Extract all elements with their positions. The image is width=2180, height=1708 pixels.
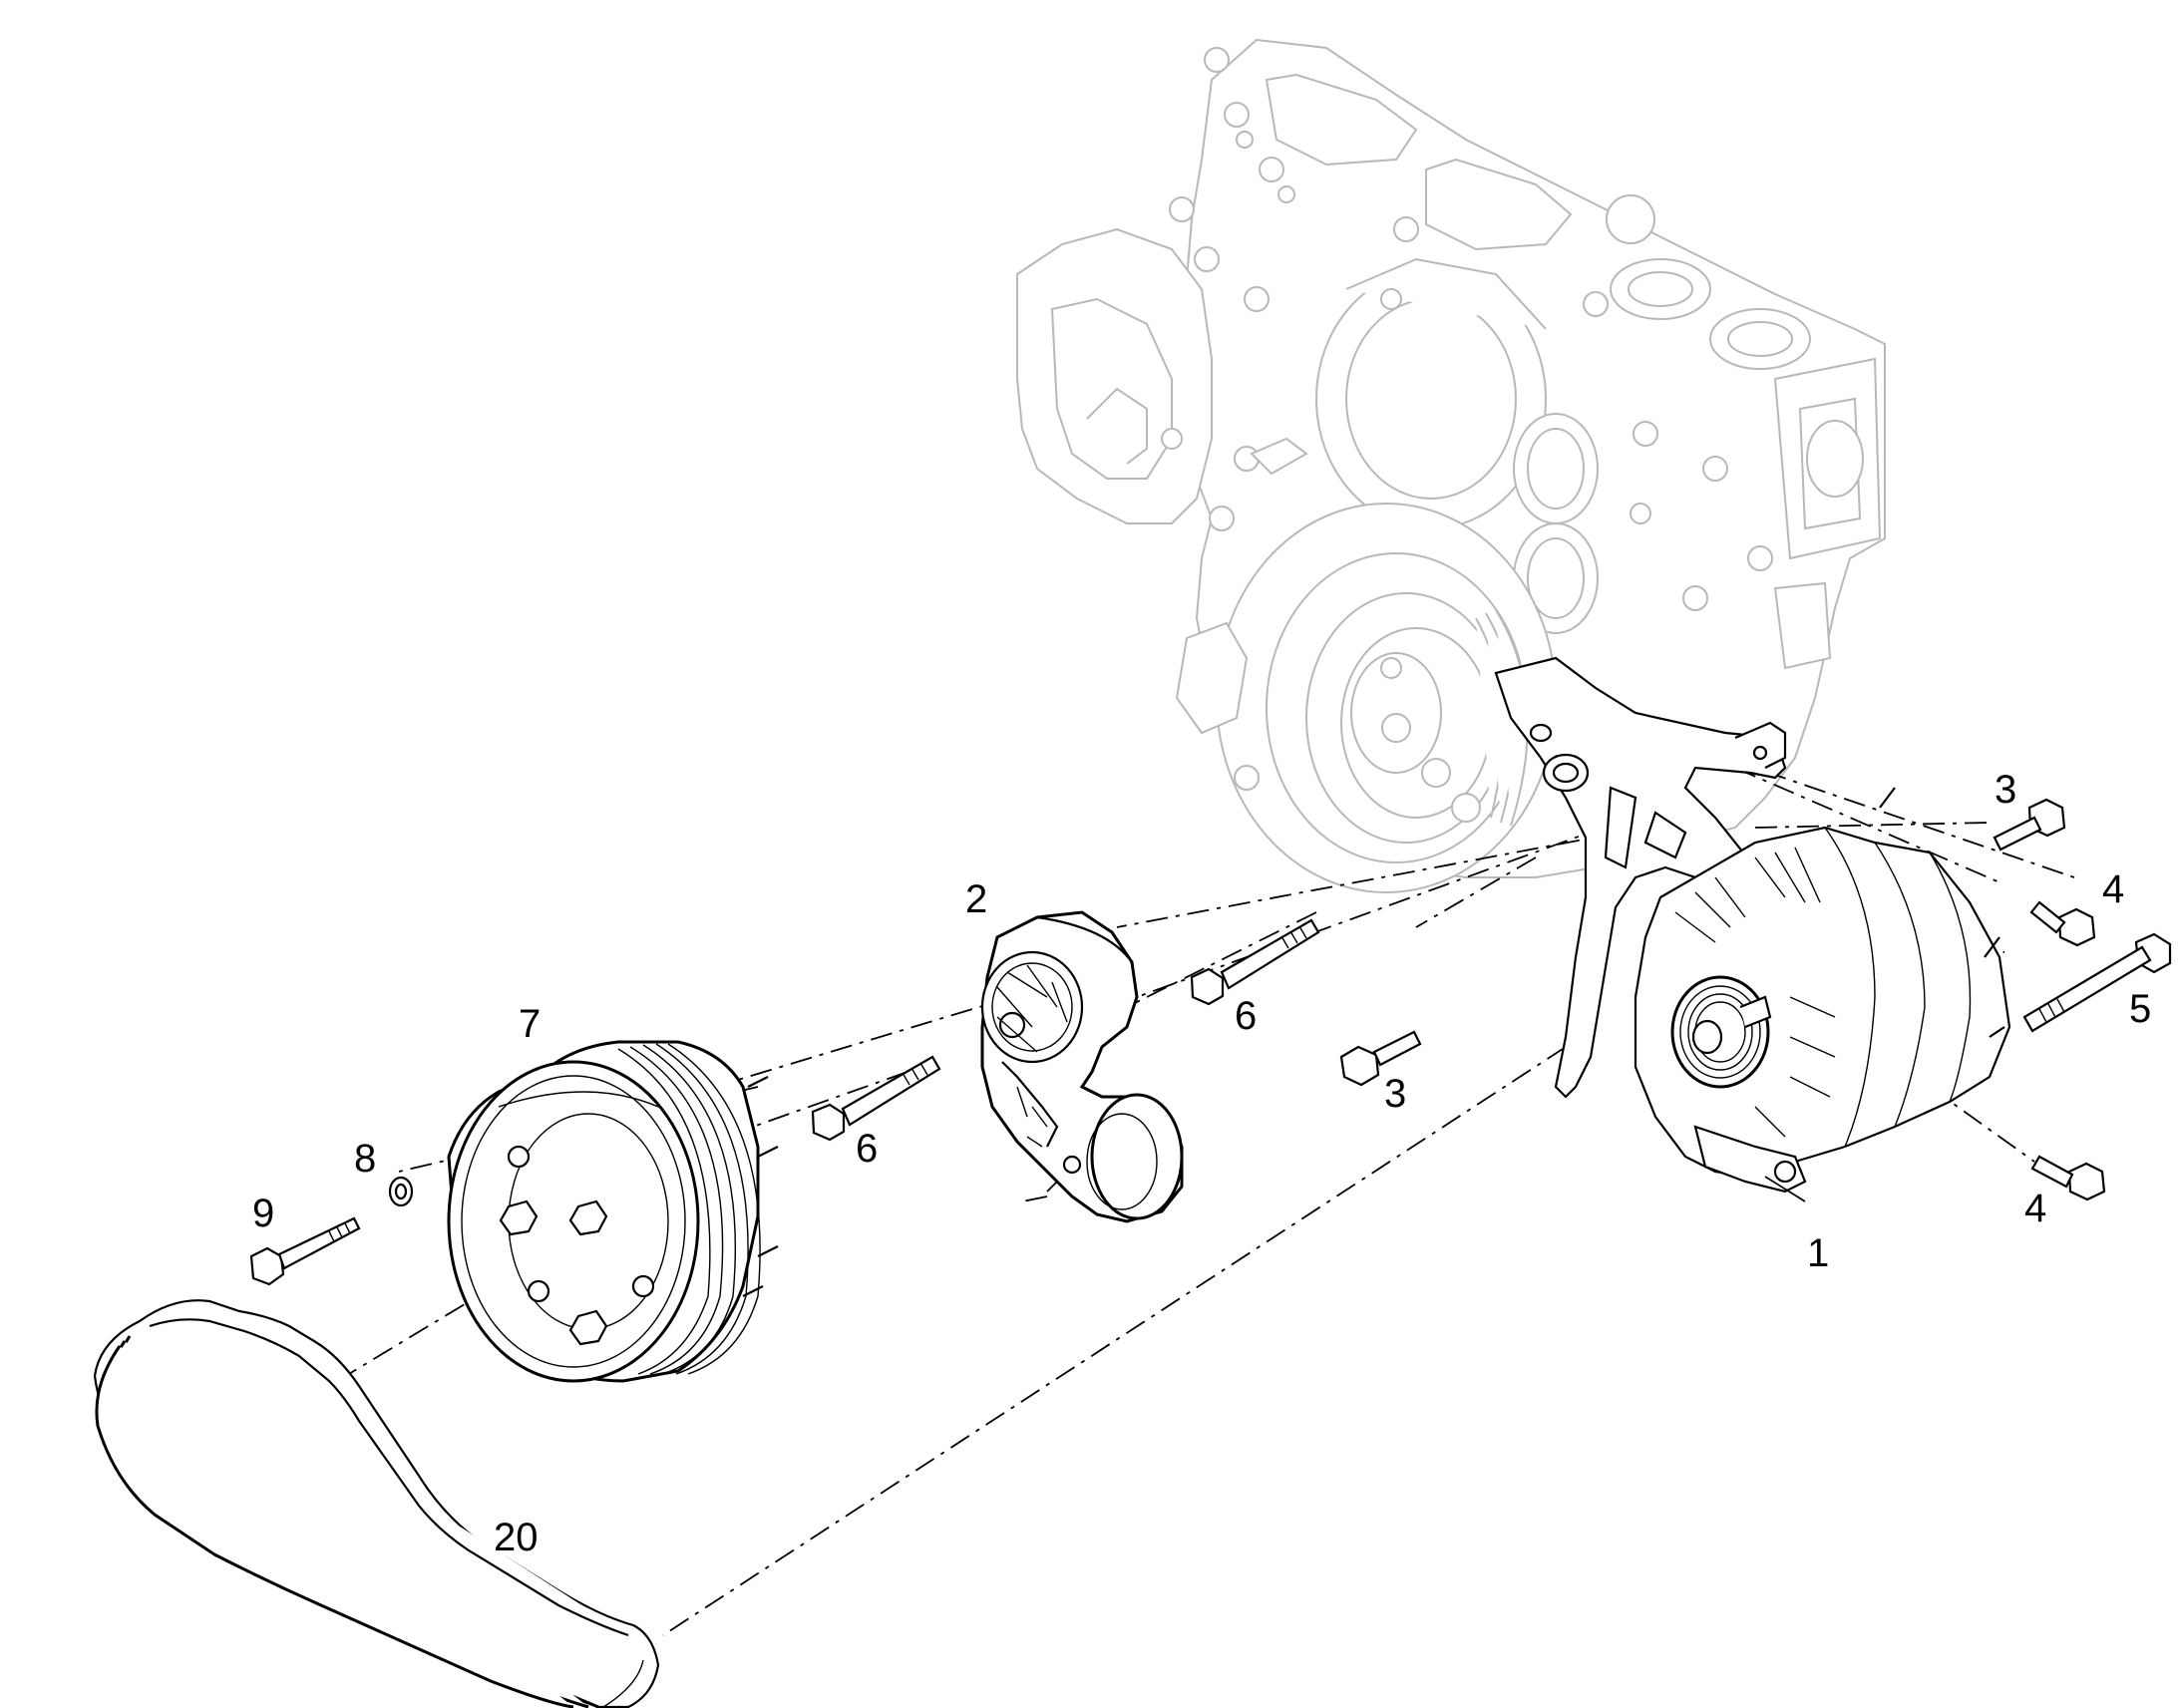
leader-lines bbox=[1764, 1176, 1806, 1202]
callout-3b: 3 bbox=[1995, 768, 2016, 812]
alternator-bracket-part-1 bbox=[1494, 656, 2011, 1194]
bolt-part-6a bbox=[811, 1055, 941, 1142]
callout-5: 5 bbox=[2129, 987, 2151, 1031]
bolt-part-4a bbox=[2029, 900, 2096, 947]
callout-9: 9 bbox=[252, 1192, 274, 1235]
callout-2: 2 bbox=[965, 877, 987, 921]
crankshaft-pulley-part-7 bbox=[447, 1040, 779, 1383]
washer-part-8 bbox=[388, 1176, 414, 1207]
callout-8: 8 bbox=[354, 1137, 376, 1181]
callout-4b: 4 bbox=[2024, 1187, 2046, 1230]
callout-3a: 3 bbox=[1384, 1072, 1406, 1116]
bolt-part-5 bbox=[2022, 932, 2172, 1033]
callout-labels: 1 2 3 3 4 4 5 6 6 7 8 9 20 bbox=[252, 768, 2151, 1559]
belt-tensioner-part-2 bbox=[980, 910, 1184, 1223]
bolt-part-3a bbox=[1339, 1030, 1422, 1087]
bolt-part-3b bbox=[1993, 798, 2066, 852]
bolt-part-9 bbox=[249, 1216, 361, 1286]
callout-7: 7 bbox=[519, 1002, 541, 1046]
callout-6b: 6 bbox=[1235, 994, 1257, 1038]
bolt-part-6b bbox=[1190, 918, 1320, 1006]
engine-block bbox=[1016, 38, 1886, 893]
callout-1: 1 bbox=[1807, 1231, 1829, 1275]
callout-6a: 6 bbox=[856, 1127, 878, 1171]
callout-20: 20 bbox=[494, 1516, 539, 1559]
drive-belt-part-20 bbox=[93, 1299, 660, 1708]
bolt-part-4b bbox=[2030, 1155, 2106, 1201]
callout-4a: 4 bbox=[2102, 867, 2124, 911]
